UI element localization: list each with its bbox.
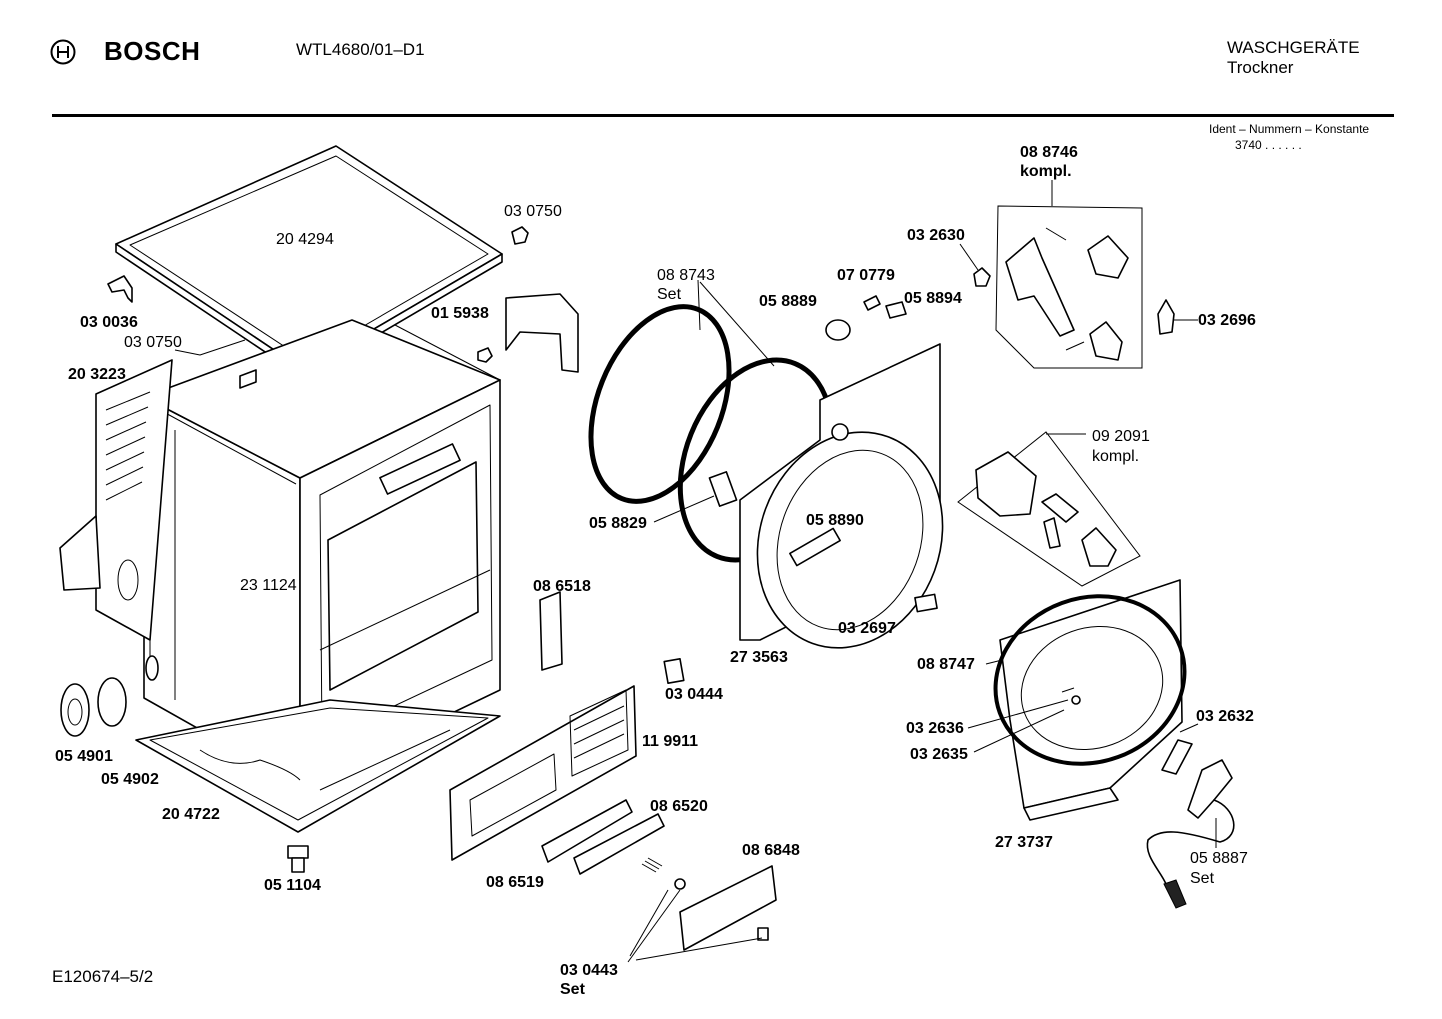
label-08-6519: 08 6519 [486, 874, 544, 891]
label-05-8894: 05 8894 [904, 290, 962, 307]
subcategory-title: Trockner [1227, 58, 1294, 77]
label-07-0779: 07 0779 [837, 267, 895, 284]
sensor-parts [825, 295, 907, 341]
cabinet-body-part [143, 319, 501, 787]
label-03-0444: 03 0444 [665, 686, 723, 703]
footer-code: E120674–5/2 [52, 967, 154, 986]
label-05-8829: 05 8829 [589, 515, 647, 532]
label-08-8743: 08 8743 [657, 267, 715, 284]
label-20-4294: 20 4294 [276, 231, 334, 248]
bosch-logo-icon [50, 39, 76, 65]
handle-set-part [1146, 759, 1235, 909]
base-plate-part [135, 699, 501, 833]
label-05-4902: 05 4902 [101, 771, 159, 788]
label-03-0750-top: 03 0750 [504, 203, 562, 220]
label-08-8743-set: Set [657, 286, 682, 303]
header-divider [52, 114, 1394, 117]
foot-part [287, 845, 309, 873]
ident-value: 3740 . . . . . . [1235, 138, 1302, 152]
brand-name: BOSCH [104, 36, 201, 66]
label-05-8887: 05 8887 [1190, 850, 1248, 867]
label-20-3223: 20 3223 [68, 366, 126, 383]
label-08-6848: 08 6848 [742, 842, 800, 859]
small-parts [60, 226, 777, 951]
label-05-1104: 05 1104 [264, 877, 321, 894]
label-03-2697: 03 2697 [838, 620, 896, 637]
label-09-2091-kompl: kompl. [1092, 448, 1140, 465]
label-11-9911: 11 9911 [642, 733, 699, 750]
ident-label: Ident – Nummern – Konstante [1209, 122, 1370, 136]
label-08-6520: 08 6520 [650, 798, 708, 815]
front-frame-part [739, 343, 944, 649]
label-05-4901: 05 4901 [55, 748, 113, 765]
label-08-8746: 08 8746 [1020, 144, 1078, 161]
label-05-8887-set: Set [1190, 870, 1215, 887]
switch-kit-part [957, 431, 1141, 587]
label-03-2630: 03 2630 [907, 227, 965, 244]
label-27-3737: 27 3737 [995, 834, 1053, 851]
label-03-0443: 03 0443 [560, 962, 618, 979]
label-20-4722: 20 4722 [162, 806, 220, 823]
leader-lines [627, 180, 1217, 963]
label-03-2636: 03 2636 [906, 720, 964, 737]
label-03-2632: 03 2632 [1196, 708, 1254, 725]
label-09-2091: 09 2091 [1092, 428, 1150, 445]
label-03-0036: 03 0036 [80, 314, 138, 331]
rear-panel-part [59, 359, 173, 641]
label-08-8747: 08 8747 [917, 656, 975, 673]
door-part [993, 579, 1187, 821]
label-03-2635: 03 2635 [910, 746, 968, 763]
label-05-8889: 05 8889 [759, 293, 817, 310]
model-number: WTL4680/01–D1 [296, 40, 425, 59]
label-08-8746-kompl: kompl. [1020, 163, 1072, 180]
label-03-2696: 03 2696 [1198, 312, 1256, 329]
label-05-8890: 05 8890 [806, 512, 864, 529]
label-08-6518: 08 6518 [533, 578, 591, 595]
lock-kit-part [995, 205, 1143, 369]
label-03-0750-side: 03 0750 [124, 334, 182, 351]
label-23-1124: 23 1124 [240, 577, 297, 594]
label-03-0443-set: Set [560, 981, 585, 998]
category-title: WASCHGERÄTE [1227, 38, 1360, 57]
label-01-5938: 01 5938 [431, 305, 489, 322]
label-27-3563: 27 3563 [730, 649, 788, 666]
